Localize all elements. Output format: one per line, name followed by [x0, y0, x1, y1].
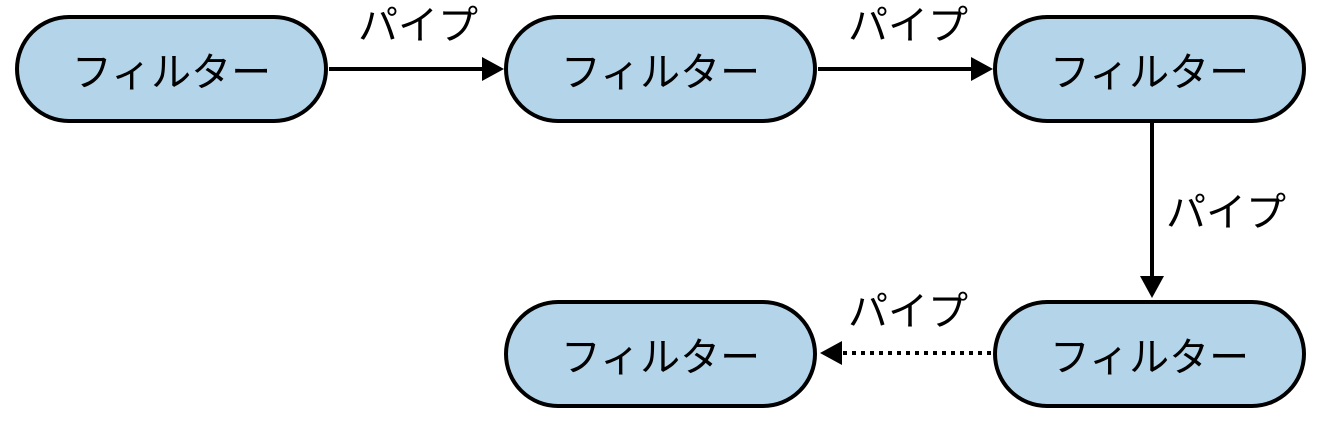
pipe-label-4: パイプ — [848, 289, 968, 335]
filter-node-3: フィルター — [993, 15, 1306, 123]
filter-node-4: フィルター — [993, 300, 1306, 408]
arrowhead-4 — [820, 341, 842, 365]
arrowhead-2 — [971, 57, 993, 81]
filter-node-1: フィルター — [15, 15, 328, 123]
pipe-label-1: パイプ — [358, 3, 478, 49]
arrowhead-3 — [1140, 276, 1164, 298]
filter-node-2: フィルター — [504, 15, 817, 123]
pipe-label-3: パイプ — [1166, 190, 1286, 236]
arrowhead-1 — [482, 57, 504, 81]
filter-node-5: フィルター — [504, 300, 817, 408]
pipe-label-2: パイプ — [848, 3, 968, 49]
